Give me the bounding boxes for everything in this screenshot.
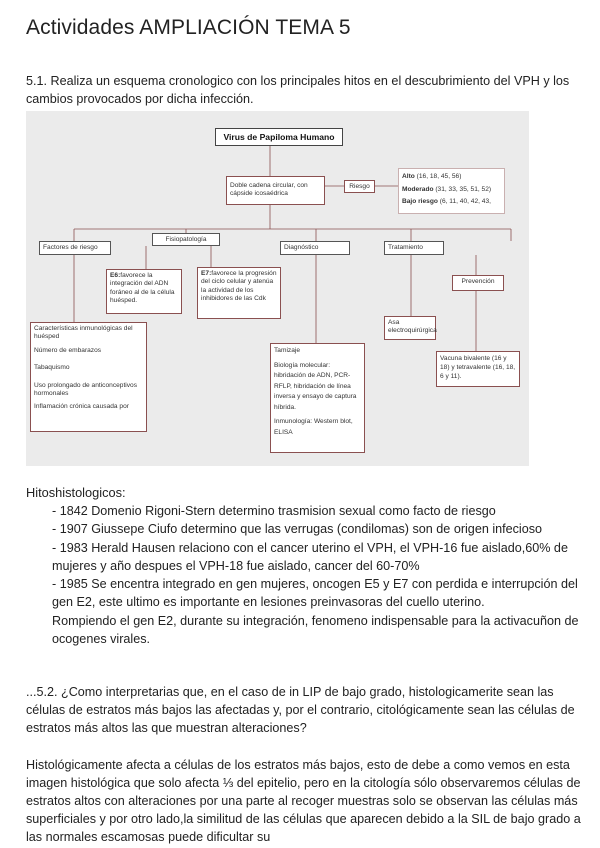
question-5-2: ...5.2. ¿Como interpretarias que, en el … bbox=[26, 685, 575, 735]
factor-item: Número de embarazos bbox=[34, 346, 102, 354]
e7-text: favorece la progresión del ciclo celular… bbox=[201, 270, 277, 302]
page-title: Actividades AMPLIACIÓN TEMA 5 bbox=[26, 16, 351, 39]
hpv-concept-diagram: Virus de Papiloma Humano Doble cadena ci… bbox=[26, 111, 529, 466]
vacuna-node: Vacuna bivalente (16 y 18) y tetravalent… bbox=[436, 351, 520, 387]
answer-5-2: Histológicamente afecta a células de los… bbox=[26, 758, 581, 844]
hitos-list: - 1842 Domenio Rigoni-Stern determino tr… bbox=[52, 502, 592, 648]
moderado-values: (31, 33, 35, 51, 52) bbox=[435, 185, 492, 193]
hito-item: - 1985 Se encentra integrado en gen muje… bbox=[52, 577, 578, 610]
tratamiento-node: Tratamiento bbox=[384, 241, 444, 255]
factor-item: Características inmunológicas del huéspe… bbox=[34, 325, 133, 341]
alto-label: Alto bbox=[402, 173, 415, 180]
diag-item: Inmunología: Western blot, ELISA bbox=[274, 418, 353, 436]
hitos-heading: Hitoshistologicos: bbox=[26, 485, 126, 500]
diagram-connectors bbox=[73, 146, 512, 351]
diagnostico-node: Diagnóstico bbox=[280, 241, 350, 255]
hito-item: - 1907 Giussepe Ciufo determino que las … bbox=[52, 522, 543, 537]
factor-item: Uso prolongado de anticonceptivos hormon… bbox=[34, 381, 138, 398]
e6-text: favorece la integración del ADN foráneo … bbox=[110, 272, 175, 304]
moderado-label: Moderado bbox=[402, 185, 434, 193]
bajo-values: (6, 11, 40, 42, 43, bbox=[439, 198, 491, 205]
risk-levels-node: Alto (16, 18, 45, 56) Moderado (31, 33, … bbox=[398, 168, 505, 214]
hito-item: - 1983 Herald Hausen relaciono con el ca… bbox=[52, 540, 568, 573]
diagnostico-list-node: Tamizaje Biología molecular: hibridación… bbox=[270, 343, 365, 453]
e6-node: E6:favorece la integración del ADN forán… bbox=[106, 269, 182, 314]
root-node: Virus de Papiloma Humano bbox=[215, 128, 343, 146]
factor-item: Inflamación crónica causada por bbox=[34, 403, 129, 411]
asa-node: Asa electroquirúrgica bbox=[384, 316, 437, 340]
bajo-label: Bajo riesgo bbox=[402, 198, 438, 205]
factores-list-node: Características inmunológicas del huéspe… bbox=[30, 322, 147, 432]
alto-values: (16, 18, 45, 56) bbox=[416, 173, 462, 180]
hito-item: - 1842 Domenio Rigoni-Stern determino tr… bbox=[52, 504, 496, 518]
hito-item: Rompiendo el gen E2, durante su integrac… bbox=[52, 613, 579, 647]
factores-node: Factores de riesgo bbox=[39, 241, 111, 255]
riesgo-node: Riesgo bbox=[344, 180, 375, 193]
e7-node: E7:favorece la progresión del ciclo celu… bbox=[197, 267, 281, 319]
e7-label: E7: bbox=[201, 270, 212, 277]
prevencion-node: Prevención bbox=[452, 275, 504, 291]
factor-item: Tabaquismo bbox=[34, 364, 70, 372]
fisiopatologia-node: Fisiopatología bbox=[152, 233, 220, 246]
diag-item: Tamizaje bbox=[274, 347, 301, 354]
e6-label: E6: bbox=[110, 272, 121, 279]
structure-node: Doble cadena circular, con cápside icosa… bbox=[226, 176, 325, 205]
diag-item: Biología molecular: hibridación de ADN, … bbox=[274, 361, 357, 411]
question-5-1: 5.1. Realiza un esquema cronologico con … bbox=[26, 74, 570, 106]
